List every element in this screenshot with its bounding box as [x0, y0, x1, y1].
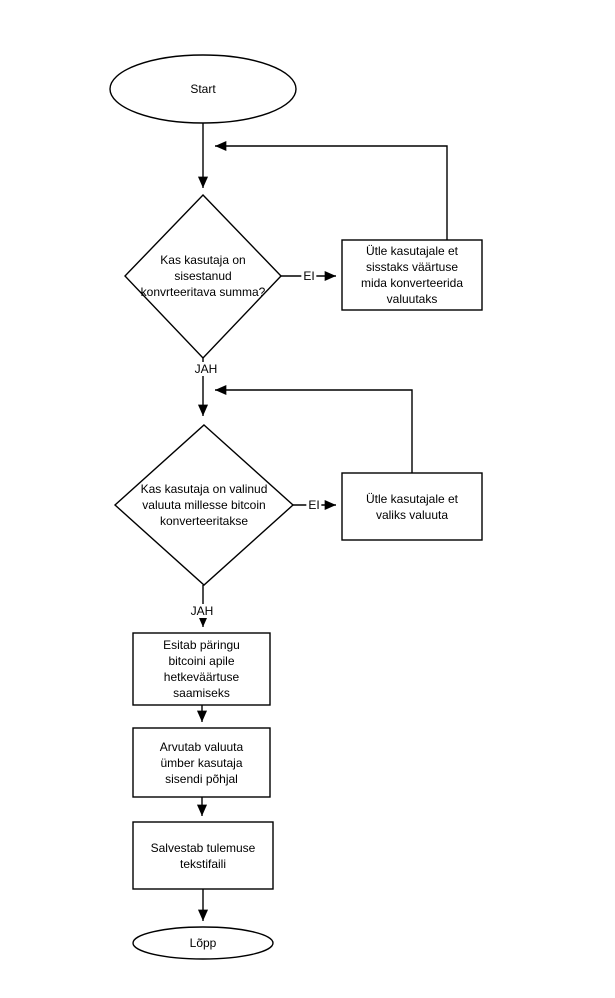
- convert-currency-label: Arvutab valuuta ümber kasutaja sisendi p…: [159, 739, 244, 786]
- query-api-rect-shape: [132, 632, 271, 706]
- edge-prompt-amount-loopback: [215, 140, 448, 240]
- edge-label-no-1: EI: [301, 269, 317, 283]
- edge-label-no-2: EI: [306, 498, 322, 512]
- decision-currency-label: Kas kasutaja on valinud valuuta millesse…: [140, 482, 268, 528]
- edge-prompt-currency-loopback: [215, 384, 413, 473]
- decision-currency-diamond-shape: [113, 424, 295, 586]
- decision-amount-diamond-shape: [124, 193, 282, 360]
- prompt-amount-label: Ütle kasutajale et sisstaks väärtuse mid…: [360, 244, 464, 306]
- decision-amount-label: Kas kasutaja on sisestanud konvrteeritav…: [140, 253, 266, 299]
- start-label: Start: [190, 82, 216, 96]
- edge-label-yes-2: JAH: [188, 604, 216, 618]
- end-label: Lõpp: [189, 936, 217, 950]
- edge-label-yes-1: JAH: [192, 362, 220, 376]
- prompt-amount-rect-shape: [341, 239, 483, 311]
- start-terminator-shape: [109, 54, 297, 124]
- prompt-currency-label: Ütle kasutajale et valiks valuuta: [365, 491, 459, 522]
- end-terminator-shape: [132, 926, 274, 960]
- save-result-label: Salvestab tulemuse tekstifaili: [150, 840, 256, 871]
- convert-currency-rect-shape: [132, 727, 271, 798]
- prompt-currency-rect-shape: [341, 472, 483, 541]
- save-result-rect-shape: [132, 821, 274, 890]
- query-api-label: Esitab päringu bitcoini apile hetkeväärt…: [163, 638, 240, 700]
